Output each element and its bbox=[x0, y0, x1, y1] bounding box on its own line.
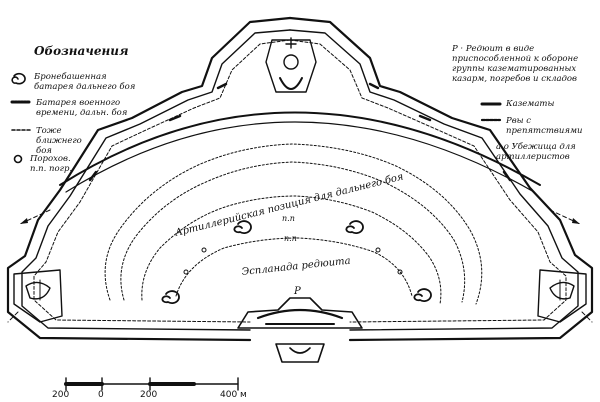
right-flank-work bbox=[537, 269, 587, 323]
arrow-heads bbox=[20, 218, 580, 224]
esplanade-label: Эспланада редюита bbox=[241, 256, 351, 278]
reduit bbox=[237, 297, 363, 363]
fort-outer-wall bbox=[6, 16, 594, 342]
fort-ditch-line bbox=[33, 39, 567, 323]
legend-title: Обозначения bbox=[34, 44, 129, 58]
artillery-position-contour bbox=[104, 143, 483, 305]
right-legend-symbols bbox=[480, 102, 502, 122]
scale-tick-200-left: 200 bbox=[52, 390, 70, 400]
legend-armored-battery: Бронебашенная батарея дальнего боя bbox=[34, 72, 136, 92]
scale-bar bbox=[64, 377, 239, 391]
pp-label-right: п.п bbox=[284, 234, 297, 243]
scale-tick-0: 0 bbox=[98, 390, 104, 400]
fort-inner-wall bbox=[21, 29, 579, 331]
legend-symbols bbox=[10, 72, 32, 164]
rampart-arc-inner bbox=[65, 121, 535, 193]
rampart-casemates bbox=[88, 82, 512, 182]
rampart-arc bbox=[59, 111, 541, 186]
scale-tick-400: 400 м bbox=[220, 390, 247, 400]
armored-batteries bbox=[161, 220, 432, 304]
apex-work bbox=[265, 37, 317, 93]
casemates-note: Казематы bbox=[506, 99, 555, 109]
artillery-position-label: Артиллерийская позиция для дальнего боя bbox=[173, 171, 405, 239]
reduit-note: Р · Редюит в виде приспособленной к обор… bbox=[452, 44, 579, 84]
ditch-note: Рвы с препятствиями bbox=[506, 116, 583, 136]
reduit-letter: Р bbox=[293, 286, 301, 297]
shelter-note: а.о Убежища для артиллеристов bbox=[496, 142, 576, 162]
legend-wartime-battery: Батарея военного времени, дальн. боя bbox=[36, 98, 128, 118]
scale-tick-200: 200 bbox=[140, 390, 158, 400]
shelter-marks bbox=[183, 247, 403, 275]
legend-close-battery: Тоже ближнего боя bbox=[36, 126, 82, 156]
pp-label-left: п.п bbox=[282, 214, 295, 223]
legend-powder-magazine: Порохов. п.п. погр. bbox=[30, 154, 73, 174]
left-flank-work bbox=[13, 269, 63, 323]
